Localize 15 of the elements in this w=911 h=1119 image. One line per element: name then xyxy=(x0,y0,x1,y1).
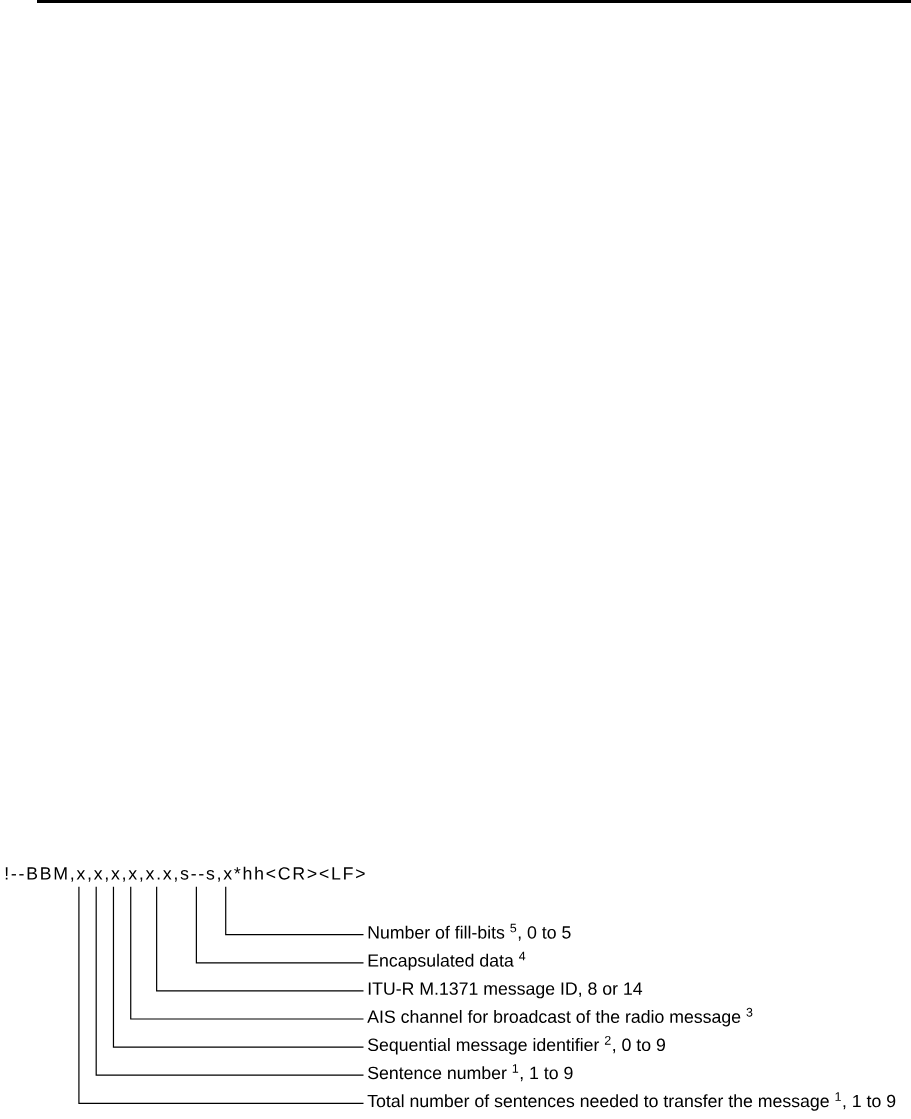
leader-line xyxy=(78,886,365,1104)
sentence-format: !--BBM,x,x,x,x,x.x,s--s,x*hh<CR><LF> xyxy=(5,866,365,882)
leader-line xyxy=(95,886,365,1076)
field-description: Total number of sentences needed to transfer the message $^{1}$, 1 to 9 xyxy=(367,1092,896,1111)
field-description: Sentence number $^{1}$, 1 to 9 xyxy=(368,1064,573,1082)
field-description: ITU-R M.1371 message ID, 8 or 14 xyxy=(368,982,643,999)
field-description: Encapsulated data $^{4}$ xyxy=(368,951,526,971)
leader-line xyxy=(156,886,365,992)
leader-line xyxy=(130,886,365,1020)
field-description: AIS channel for broadcast of the radio message $^{3}$ xyxy=(367,1007,753,1027)
leader-line xyxy=(112,886,365,1048)
field-description: Number of fill-bits $^{5}$, 0 to 5 xyxy=(368,923,571,941)
field-description: Sequential message identifier $^{2}$, 0 to 9 xyxy=(368,1035,665,1055)
leader-line xyxy=(195,886,365,964)
leader-line xyxy=(225,886,365,936)
